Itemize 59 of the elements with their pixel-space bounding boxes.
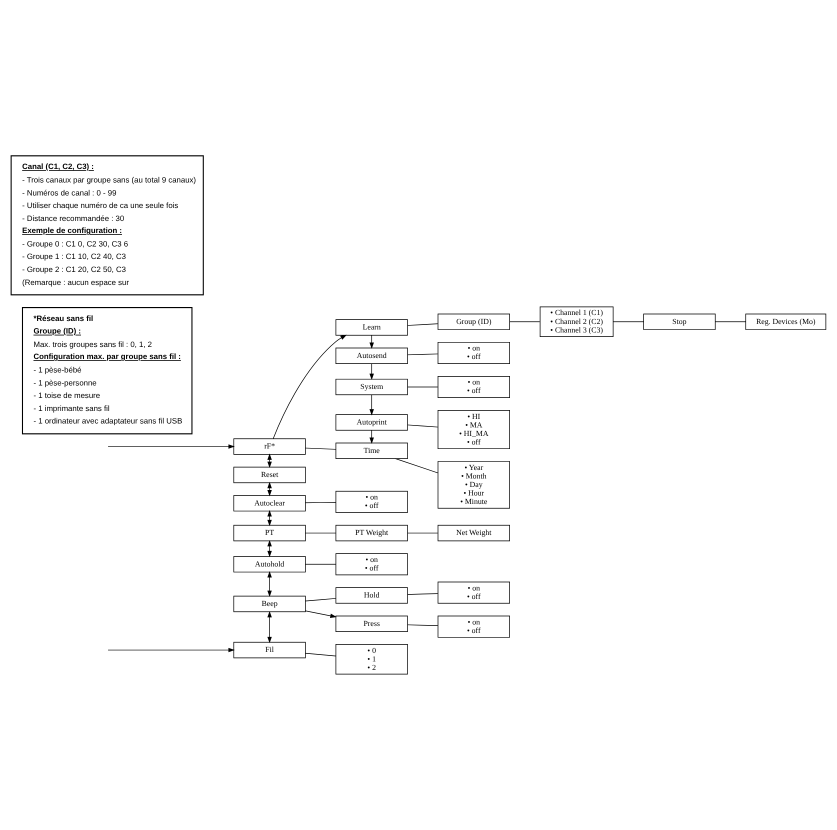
connector [407,354,438,356]
node-box: Group (ID) [438,314,510,330]
connector [407,593,438,595]
node-box: • 0 • 1 • 2 [336,644,408,675]
arrow [267,482,272,496]
node-box: Canal (C1, C2, C3) : - Trois canaux par groupe sans (au total 9 canaux) - Numéros de canal : 0 - 99 - Utiliser chaque numéro de ca une seule fois - Distance recommandée : 30 Exemple de configuration : - Groupe 0 : C1 0, C2 30, C3 6 - Groupe 1 : C1 10, C2 40, C3 - Groupe 2 : C1 20, C2 50, C3 (Remarque : aucun espace sur [10,155,204,296]
node-box: Reset [233,466,306,484]
arrow [267,610,272,644]
node-box: Press [336,616,408,632]
connector [509,321,540,322]
connector [407,532,438,534]
node-box: • on • off [336,553,408,576]
arrow [369,363,374,380]
node-box: Time [336,442,408,459]
arrow [108,444,235,449]
node-box: PT Weight [336,524,408,542]
node-box: • Channel 1 (C1) • Channel 2 (C2) • Channel 3 (C3) [540,306,614,337]
node-box: PT [233,524,306,542]
node-box: • on • off [336,490,408,513]
node-box: Autosend [336,348,408,364]
node-box: • on • off [438,376,510,398]
arrow [272,334,347,439]
node-box: • on • off [438,342,510,364]
node-box: Hold [336,587,408,604]
node-box: • Year • Month • Day • Hour • Minute [438,461,510,509]
arrow [267,540,272,558]
node-box: Autoprint [336,414,408,431]
connector [305,532,336,534]
connector [305,502,336,504]
connector [613,321,644,322]
node-box: • on • off [438,582,510,604]
connector [407,424,438,428]
connector [305,564,336,565]
node-box: Stop [643,314,716,330]
connector [407,624,438,626]
node-box: Learn [336,319,408,336]
node-box: System [336,378,408,396]
node-box: Autoclear [233,495,306,512]
connector [305,652,336,656]
connector [407,386,438,388]
node-box: Beep [233,596,306,612]
arrow [267,571,272,597]
connector [407,323,438,326]
node-box: Autohold [233,556,306,572]
node-box: Fil [233,642,306,658]
arrow [267,510,272,526]
arrow [108,648,235,652]
connector [395,458,438,474]
connector [715,321,746,322]
node-box: *Réseau sans fil Groupe (ID) : Max. trois groupes sans fil : 0, 1, 2 Configuration max. par groupe sans fil : - 1 pèse-bébé - 1 pèse-personne - 1 toise de mesure - 1 imprimante sans fil - 1 ordinateur avec adaptateur sans fil USB [22,307,192,434]
arrow [305,610,337,618]
connector [305,448,336,450]
node-box: • HI • MA • HI_MA • off [438,410,510,450]
node-box: Net Weight [438,524,510,542]
arrow [369,394,374,416]
connector [305,598,336,602]
node-box: rF* [233,438,306,455]
node-box: • on • off [438,616,510,638]
node-box: Reg. Devices (Mo) [745,314,826,330]
